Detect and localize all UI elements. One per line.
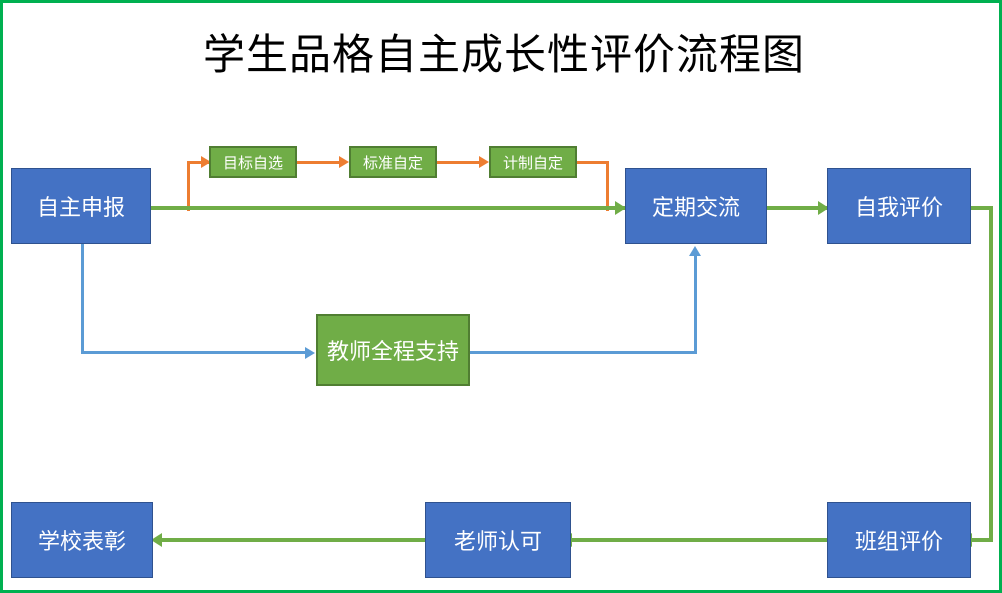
node-jizhiziding[interactable]: 计制自定	[489, 146, 577, 178]
node-label: 标准自定	[362, 153, 423, 172]
connector-jizhiziding-down	[606, 161, 609, 211]
connector-zizhushenbao-to-dingqijiaoliu	[151, 206, 625, 210]
node-label: 班组评价	[854, 530, 943, 555]
node-label: 目标自选	[222, 153, 283, 172]
arrowhead-to-xuexiaobiaozhang	[151, 533, 162, 547]
node-label: 自主申报	[36, 196, 125, 221]
node-banzupingjia[interactable]: 班组评价	[827, 502, 971, 578]
connector-zizhushenbao-to-jiaoshizhichi-vertical	[81, 244, 84, 354]
connector-into-banzupingjia-horizontal	[969, 538, 993, 542]
connector-ziwopingjia-to-banzupingjia-horizontal	[969, 206, 993, 210]
connector-jizhiziding-right	[577, 161, 609, 164]
connector-biaozhunziding-to-jizhiziding	[435, 161, 483, 164]
node-jiaoshizhichi[interactable]: 教师全程支持	[316, 314, 470, 386]
node-label: 教师全程支持	[326, 340, 459, 365]
connector-jiaoshizhichi-to-dingqijiaoliu-horizontal	[469, 351, 697, 354]
arrowhead-to-jiaoshizhichi	[305, 347, 315, 359]
node-mubiaozixuan[interactable]: 目标自选	[209, 146, 297, 178]
node-label: 学校表彰	[37, 530, 126, 555]
connector-dingqijiaoliu-to-ziwopingjia	[765, 206, 827, 210]
connector-zizhushenbao-to-jiaoshizhichi-horizontal	[81, 351, 308, 354]
connector-ziwopingjia-to-banzupingjia-vertical	[989, 206, 993, 542]
connector-mubiaozixuan-to-biaozhunziding	[295, 161, 343, 164]
connector-zizhushenbao-to-mubiaozixuan-vertical	[187, 161, 190, 211]
arrowhead-to-mubiaozixuan	[201, 156, 211, 168]
node-biaozhunziding[interactable]: 标准自定	[349, 146, 437, 178]
node-label: 自我评价	[854, 196, 943, 221]
node-label: 计制自定	[502, 153, 563, 172]
node-dingqijiaoliu[interactable]: 定期交流	[625, 168, 767, 244]
arrowhead-to-dingqijiaoliu	[615, 201, 626, 215]
node-zizhushenbao[interactable]: 自主申报	[11, 168, 151, 244]
connector-laoshirenke-to-xuexiaobiaozhang	[159, 538, 425, 542]
node-label: 老师认可	[453, 530, 542, 555]
connector-banzupingjia-to-laoshirenke	[569, 538, 829, 542]
arrowhead-to-dingqijiaoliu-bottom	[689, 246, 701, 256]
node-ziwopingjia[interactable]: 自我评价	[827, 168, 971, 244]
node-xuexiaobiaozhang[interactable]: 学校表彰	[11, 502, 153, 578]
arrowhead-to-biaozhunziding	[339, 156, 349, 168]
node-laoshirenke[interactable]: 老师认可	[425, 502, 571, 578]
arrowhead-to-ziwopingjia	[818, 201, 829, 215]
connector-jiaoshizhichi-to-dingqijiaoliu-vertical	[694, 255, 697, 354]
connector-zizhushenbao-to-mubiaozixuan-horizontal	[187, 161, 211, 164]
arrowhead-to-jizhiziding	[479, 156, 489, 168]
node-label: 定期交流	[651, 196, 740, 221]
page-title: 学生品格自主成长性评价流程图	[202, 30, 805, 79]
